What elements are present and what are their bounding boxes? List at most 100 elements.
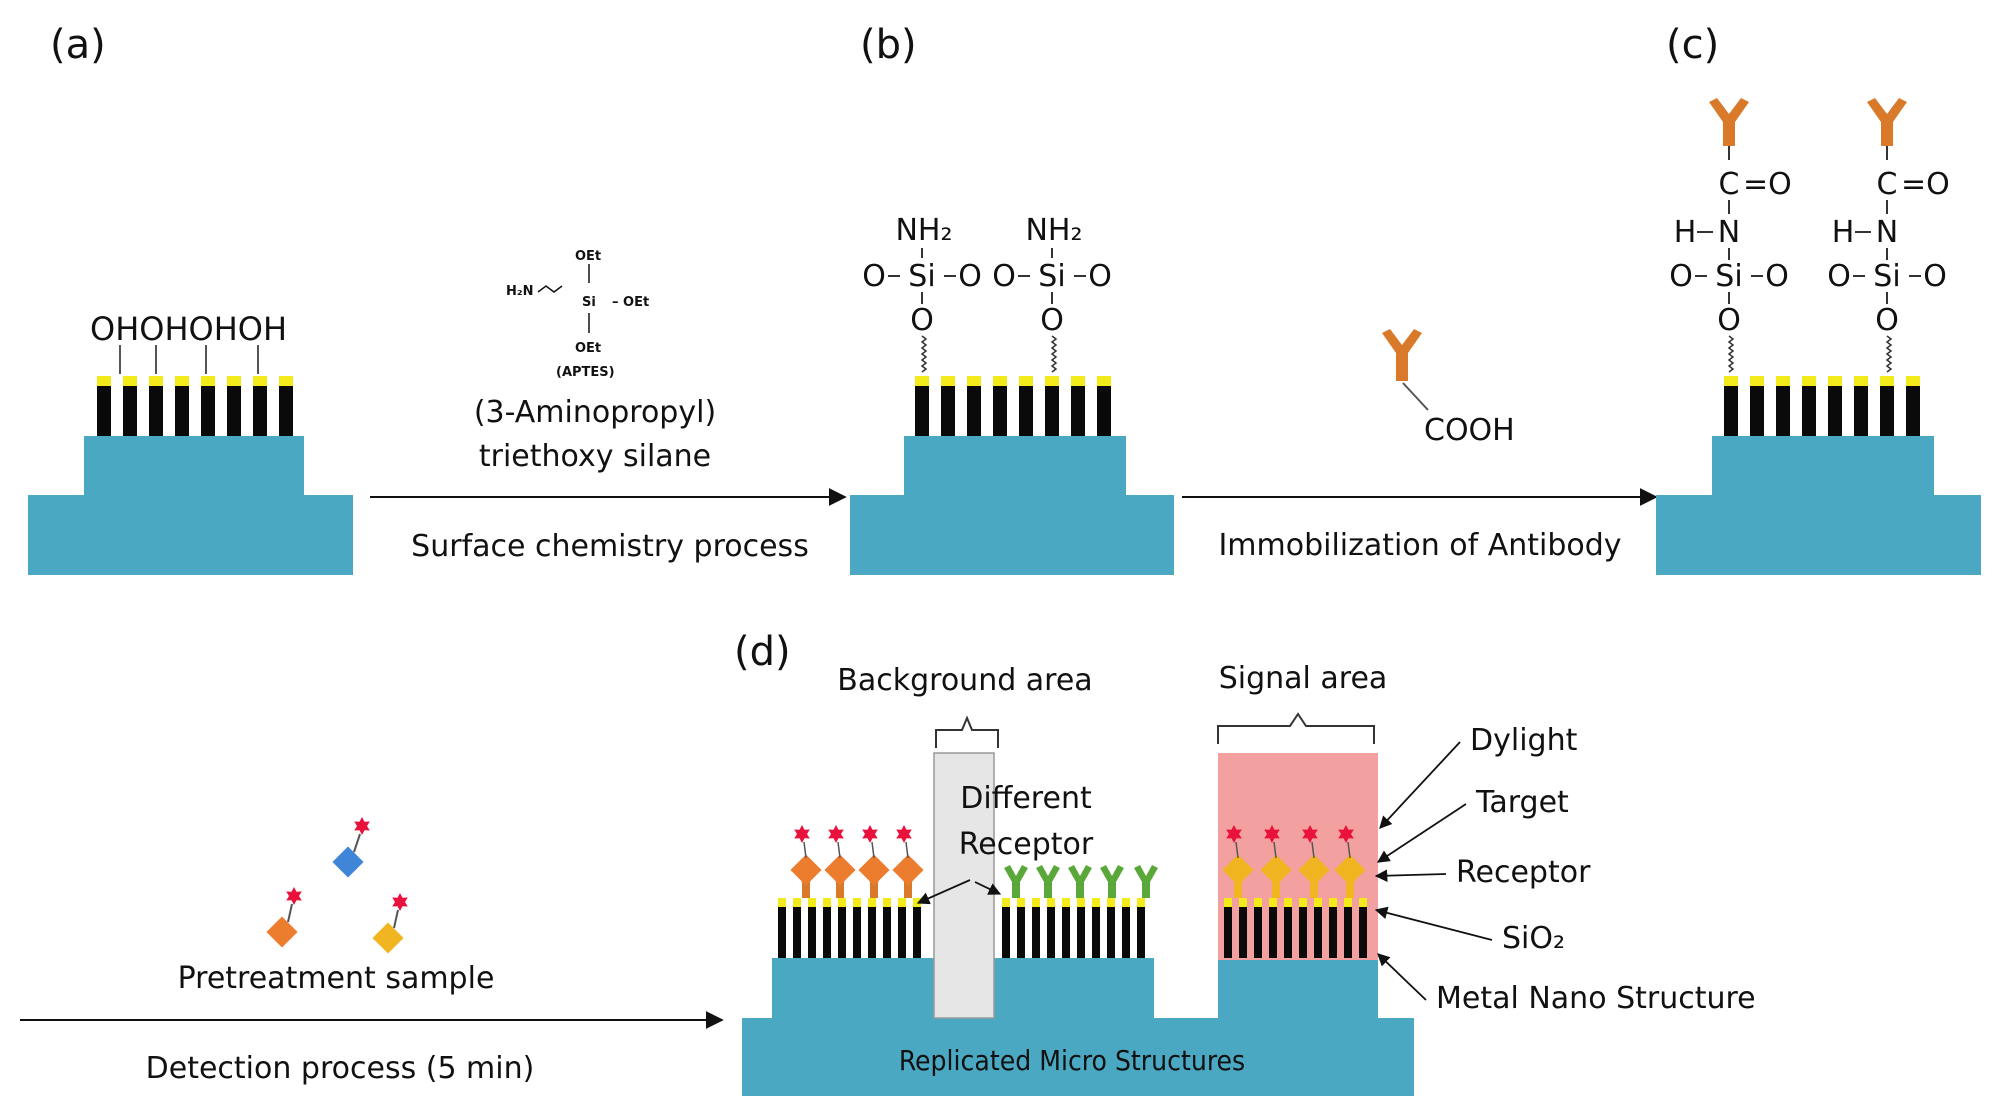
sio2-cap xyxy=(1344,898,1352,907)
surface-chemistry-label: Surface chemistry process xyxy=(411,529,809,564)
dylight-star-icon xyxy=(354,817,370,835)
panel-b-pillars xyxy=(915,376,1111,436)
sio2-cap xyxy=(1776,376,1790,386)
sio2-cap xyxy=(1047,898,1055,907)
oxygen-atom: O xyxy=(1923,259,1947,294)
nano-pillar xyxy=(1880,386,1894,436)
sio2-cap xyxy=(1224,898,1232,907)
sio2-cap xyxy=(1077,898,1085,907)
sample-target-orange xyxy=(266,887,302,948)
svg-text:Si: Si xyxy=(582,295,596,310)
linker-bond xyxy=(1727,335,1735,373)
nano-pillar xyxy=(1359,907,1367,958)
immobilization-label: Immobilization of Antibody xyxy=(1218,528,1621,563)
panel-c-pillars xyxy=(1724,376,1920,436)
target-icon xyxy=(790,854,822,886)
sio2-cap xyxy=(279,376,293,386)
nano-pillar xyxy=(1284,907,1292,958)
nano-pillar xyxy=(1092,907,1100,958)
nano-pillar xyxy=(868,907,876,958)
nitrogen-atom: N xyxy=(1876,215,1898,250)
nano-pillar xyxy=(1097,386,1111,436)
legend-receptor-arrow xyxy=(1374,869,1447,882)
nano-pillar xyxy=(778,907,786,958)
legend-metal-nano-structure: Metal Nano Structure xyxy=(1436,981,1756,1016)
nano-pillar xyxy=(1299,907,1307,958)
silicon-atom: Si xyxy=(908,259,935,294)
sio2-cap xyxy=(1724,376,1738,386)
nano-pillar xyxy=(808,907,816,958)
nano-pillar xyxy=(823,907,831,958)
signal-area-bracket xyxy=(1217,712,1375,744)
linker-bond xyxy=(1885,335,1893,373)
nano-pillar xyxy=(1828,386,1842,436)
detection-process-label: Detection process (5 min) xyxy=(146,1051,535,1086)
antibody-icon xyxy=(1382,329,1422,381)
nano-pillar xyxy=(883,907,891,958)
dylight-star-icon xyxy=(1226,825,1242,843)
sio2-cap xyxy=(898,898,906,907)
panel-a-hydroxyl-groups: OHOHOHOH xyxy=(90,310,287,348)
legend-sio2: SiO₂ xyxy=(1502,921,1565,956)
nano-pillar xyxy=(1047,907,1055,958)
sio2-cap xyxy=(149,376,163,386)
nano-pillar xyxy=(1906,386,1920,436)
sio2-cap xyxy=(227,376,241,386)
dylight-star-icon xyxy=(1264,825,1280,843)
nano-pillar xyxy=(149,386,163,436)
sio2-cap xyxy=(793,898,801,907)
background-area-bracket xyxy=(935,715,999,748)
sample-target-blue xyxy=(332,817,370,878)
nano-pillar xyxy=(227,386,241,436)
nano-pillar xyxy=(793,907,801,958)
oxygen-atom: O xyxy=(910,303,934,338)
sio2-cap xyxy=(175,376,189,386)
amine-group: NH₂ xyxy=(895,213,952,248)
panel-label-c: (c) xyxy=(1666,22,1719,68)
signal-area-label: Signal area xyxy=(1219,661,1388,696)
sio2-cap xyxy=(1239,898,1247,907)
panel-a-substrate xyxy=(28,436,353,575)
oxygen-atom: O xyxy=(1765,259,1789,294)
receptor-icon xyxy=(1134,865,1158,898)
nano-pillar xyxy=(279,386,293,436)
legend-receptor: Receptor xyxy=(1456,855,1591,890)
nano-pillar xyxy=(97,386,111,436)
hydrogen-atom: H xyxy=(1674,215,1697,250)
linker-bond xyxy=(920,335,928,373)
sio2-cap xyxy=(1802,376,1816,386)
panel-label-d: (d) xyxy=(734,629,791,675)
different-receptor-label-line1: Different xyxy=(960,781,1092,816)
nano-pillar xyxy=(1269,907,1277,958)
oxygen-atom: O xyxy=(1827,259,1851,294)
panel-label-a: (a) xyxy=(50,22,106,68)
sio2-cap xyxy=(1002,898,1010,907)
sio2-cap xyxy=(1329,898,1337,907)
receptor-icon xyxy=(1004,865,1028,898)
silicon-atom: Si xyxy=(1715,259,1742,294)
sio2-cap xyxy=(1017,898,1025,907)
oxygen-atom: O xyxy=(1669,259,1693,294)
nano-pillar xyxy=(1017,907,1025,958)
nano-pillar xyxy=(123,386,137,436)
nano-pillar xyxy=(253,386,267,436)
sio2-cap xyxy=(1906,376,1920,386)
different-receptor-arrow-right xyxy=(974,881,1002,895)
target-icon xyxy=(892,854,924,886)
carbonyl-oxygen: =O xyxy=(1901,167,1950,202)
sio2-cap xyxy=(808,898,816,907)
sio2-cap xyxy=(838,898,846,907)
sio2-cap xyxy=(823,898,831,907)
nano-pillar xyxy=(1224,907,1232,958)
nano-pillar xyxy=(1137,907,1145,958)
sio2-cap xyxy=(1122,898,1130,907)
antibody-icon xyxy=(1867,98,1907,146)
legend-target: Target xyxy=(1475,785,1569,820)
sample-target-yellow xyxy=(372,893,408,954)
nano-pillar xyxy=(1344,907,1352,958)
aptes-name-line2: triethoxy silane xyxy=(479,439,711,474)
nano-pillar xyxy=(941,386,955,436)
oxygen-atom: O xyxy=(958,259,982,294)
